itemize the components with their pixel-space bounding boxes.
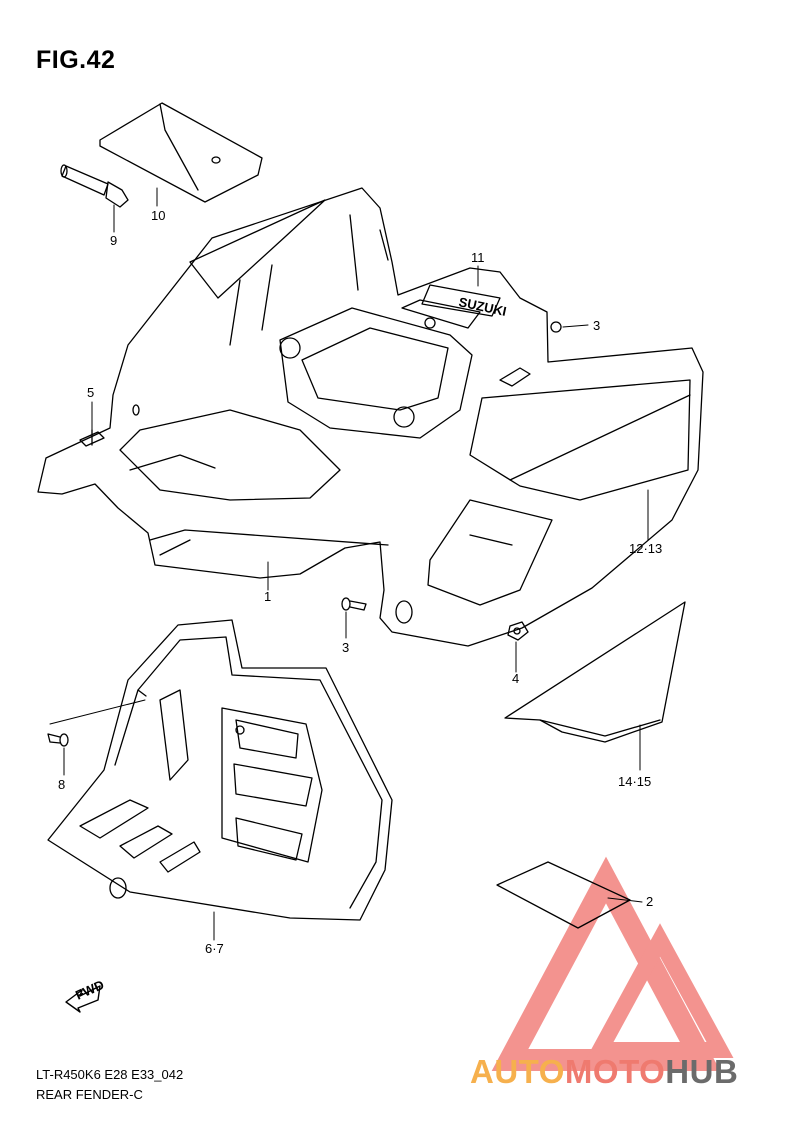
callout-1: 1: [264, 589, 271, 604]
watermark-auto: AUTO: [470, 1053, 565, 1090]
part-1-rear-fender: [37, 187, 704, 647]
callout-4: 4: [512, 671, 519, 686]
watermark-moto: MOTO: [564, 1053, 666, 1090]
leader-lines: [49, 187, 649, 941]
part-10-pad: [99, 102, 263, 203]
part-14-15-decal: [504, 601, 686, 743]
footer-figure-name: REAR FENDER-C: [36, 1087, 143, 1102]
part-3-bolt-upper: [550, 321, 562, 333]
watermark-logo-icon: [491, 856, 734, 1071]
callout-3-lower: 3: [342, 640, 349, 655]
callout-11: 11: [471, 250, 485, 265]
watermark-hub: HUB: [665, 1053, 739, 1090]
figure-title: FIG.42: [36, 46, 116, 74]
fwd-label: FWD: [73, 977, 106, 1003]
part-2-label: [496, 861, 631, 929]
callout-5: 5: [87, 385, 94, 400]
callout-10: 10: [151, 208, 165, 223]
fwd-arrow-icon: [65, 985, 101, 1013]
callout-9: 9: [110, 233, 117, 248]
callout-14-15: 14·15: [618, 774, 651, 789]
callout-12-13: 12·13: [629, 541, 662, 556]
part-8-screw: [47, 733, 69, 747]
part-9-pin: [60, 164, 129, 208]
callout-3-upper: 3: [593, 318, 600, 333]
footer-model-code: LT-R450K6 E28 E33_042: [36, 1067, 184, 1082]
callout-2: 2: [646, 894, 653, 909]
part-6-7-mudguard: [47, 619, 393, 921]
watermark-text: AUTOMOTOHUB: [470, 1053, 738, 1091]
callout-8: 8: [58, 777, 65, 792]
part-3-screw-lower: [341, 597, 367, 611]
part-4-nut: [507, 621, 529, 641]
callout-6-7: 6·7: [205, 941, 224, 956]
